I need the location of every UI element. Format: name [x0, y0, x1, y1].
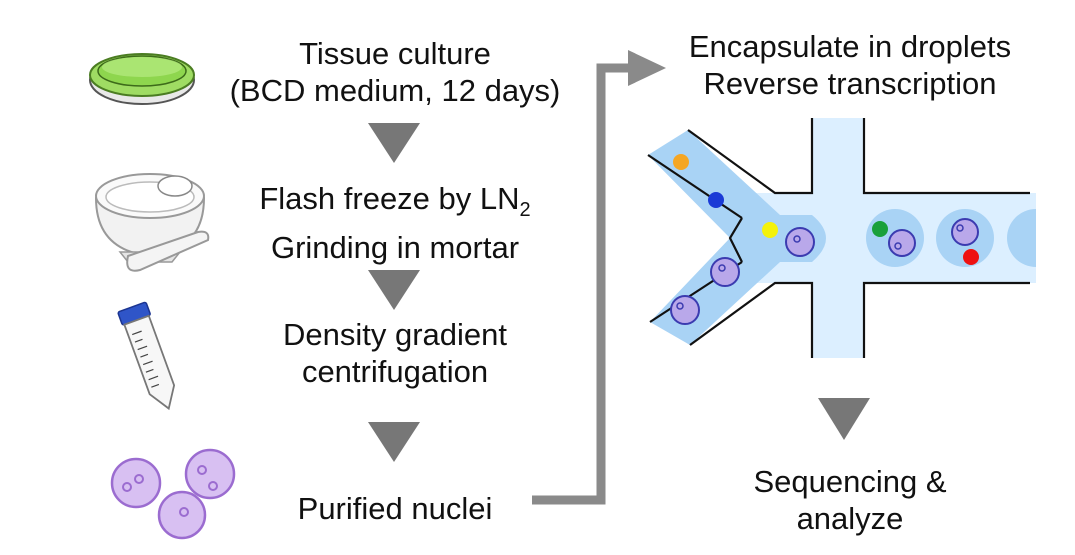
purified-nuclei-label: Purified nuclei [205, 490, 585, 527]
density-line1: Density gradient [282, 317, 507, 352]
down-arrow-2 [368, 270, 420, 310]
tissue-culture-line1: Tissue culture [299, 36, 491, 71]
encapsulate-line1: Encapsulate in droplets [688, 29, 1012, 64]
centrifuge-tube-icon [117, 301, 176, 411]
sequencing-line1: Sequencing & [753, 464, 947, 499]
sequencing-label: Sequencing & analyze [680, 463, 1020, 537]
purified-nuclei-line1: Purified nuclei [297, 491, 493, 526]
density-gradient-label: Density gradient centrifugation [205, 316, 585, 390]
microfluidic-chip-icon [647, 118, 1036, 358]
flash-freeze-label: Flash freeze by LN2 Grinding in mortar [205, 180, 585, 266]
down-arrow-1 [368, 123, 420, 163]
encapsulate-line2: Reverse transcription [703, 66, 997, 101]
flash-freeze-line1: Flash freeze by LN2 [205, 180, 585, 229]
tissue-culture-line2: (BCD medium, 12 days) [229, 73, 561, 108]
ln2-subscript: 2 [519, 199, 531, 222]
encapsulate-label: Encapsulate in droplets Reverse transcri… [650, 28, 1050, 102]
mortar-pestle-icon [94, 173, 210, 272]
grinding-line: Grinding in mortar [270, 230, 520, 266]
nuclei-icon [110, 448, 236, 540]
down-arrow-4 [818, 398, 870, 440]
petri-dish-icon [89, 53, 195, 105]
tissue-culture-label: Tissue culture (BCD medium, 12 days) [205, 35, 585, 109]
down-arrow-3 [368, 422, 420, 462]
sequencing-line2: analyze [796, 501, 904, 536]
flash-freeze-text: Flash freeze by LN [259, 181, 520, 216]
connector-arrow [532, 50, 666, 505]
density-line2: centrifugation [301, 354, 489, 389]
